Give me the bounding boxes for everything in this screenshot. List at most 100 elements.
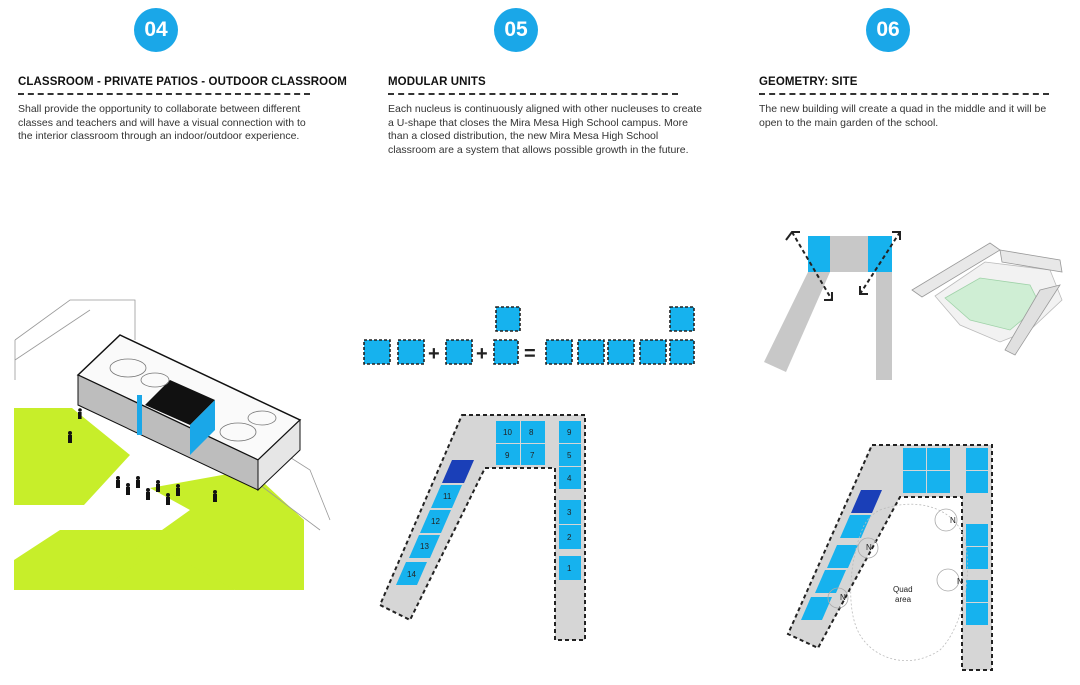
module-unit (607, 339, 635, 365)
unit-number: 8 (529, 428, 534, 437)
classroom-unit (927, 471, 950, 493)
equals-sign: = (524, 343, 536, 365)
building-footprint (786, 444, 993, 671)
section-description: Each nucleus is continuously aligned wit… (388, 103, 703, 156)
module-unit (669, 339, 695, 365)
module-unit (545, 339, 573, 365)
unit-number: 2 (567, 533, 572, 542)
classroom-unit (559, 421, 581, 443)
building-footprint (378, 414, 586, 641)
growth-arrow-head (892, 231, 901, 240)
classroom-unit (966, 603, 988, 625)
section-number-badge: 04 (134, 8, 178, 52)
section-title: CLASSROOM - PRIVATE PATIOS - OUTDOOR CLA… (18, 76, 347, 88)
open-patio (145, 380, 215, 425)
tree-canopy (934, 508, 958, 532)
unit-number: 10 (503, 428, 512, 437)
wireframe-line (14, 309, 91, 361)
unit-number: 4 (567, 474, 572, 483)
tree-canopy (936, 568, 960, 592)
quad-area-outline (850, 503, 968, 662)
classroom-unit (559, 556, 581, 580)
tree-canopy (827, 587, 849, 609)
unit-number: 1 (567, 564, 572, 573)
classroom-unit-dark (851, 490, 882, 513)
building-mass (999, 249, 1063, 273)
classroom-unit (801, 597, 832, 620)
tree-canopy (857, 537, 879, 559)
quad-label: Quad (893, 585, 913, 594)
section-description: The new building will create a quad in t… (759, 103, 1047, 129)
module-unit (397, 339, 425, 365)
classroom-unit (903, 471, 926, 493)
section-geometry-site: 06 GEOMETRY: SITE The new building will … (720, 0, 1080, 685)
classroom-unit (927, 448, 950, 470)
section-classroom: 04 CLASSROOM - PRIVATE PATIOS - OUTDOOR … (0, 0, 360, 685)
site-geometry-schematic (764, 231, 901, 380)
lawn-patch (14, 530, 180, 590)
unit-number: 11 (443, 492, 452, 501)
growth-arrow (791, 231, 833, 301)
module-unit (639, 339, 667, 365)
module-unit (493, 339, 519, 365)
classroom-unit (559, 500, 581, 524)
unit-number: 13 (420, 542, 429, 551)
module-unit (445, 339, 473, 365)
classroom-unit-dark (442, 460, 474, 483)
quad-label: area (895, 595, 912, 604)
growth-arrow-head (785, 231, 800, 241)
modular-equation: + + = (363, 306, 695, 365)
classroom-furniture (109, 358, 147, 378)
classroom-unit (521, 444, 545, 465)
section-number-badge: 05 (494, 8, 538, 52)
unit-number: 5 (567, 451, 572, 460)
wing-top (830, 236, 868, 272)
lawn-patch (100, 548, 235, 590)
unit-number: 3 (567, 508, 572, 517)
classroom-block (808, 236, 830, 272)
unit-number: 7 (530, 451, 535, 460)
module-unit (669, 306, 695, 332)
classroom-unit (559, 467, 581, 489)
building-wall-side (257, 418, 301, 492)
classroom-unit (559, 525, 581, 549)
building-mass (1004, 284, 1061, 356)
growth-arrow-head (859, 286, 868, 295)
module-unit (363, 339, 391, 365)
people-group (68, 408, 217, 505)
classroom-unit (840, 515, 871, 538)
classroom-furniture (247, 410, 277, 426)
section-number-badge: 06 (866, 8, 910, 52)
north-label: N (950, 516, 956, 525)
classroom-unit (521, 421, 545, 443)
north-label: N (957, 577, 963, 586)
north-label: N (866, 543, 872, 552)
section-description: Shall provide the opportunity to collabo… (18, 103, 306, 142)
classroom-unit (966, 547, 988, 569)
classroom-unit (815, 570, 846, 593)
site-3d-model (911, 242, 1063, 356)
u-shape-plan: 10 8 9 7 9 5 4 3 2 1 11 12 13 14 (378, 414, 586, 641)
classroom-furniture (219, 422, 257, 442)
unit-number: 14 (407, 570, 416, 579)
dashed-divider (388, 93, 678, 95)
lawn-patch (14, 408, 130, 505)
dashed-divider (759, 93, 1049, 95)
classroom-unit (496, 421, 520, 443)
classroom-block (868, 236, 892, 272)
wing-right (876, 272, 892, 380)
classroom-unit (903, 448, 926, 470)
north-label: N (840, 593, 846, 602)
classroom-unit (431, 485, 462, 508)
wireframe-line (14, 299, 136, 341)
dashed-divider (18, 93, 310, 95)
unit-number: 9 (505, 451, 510, 460)
classroom-unit (966, 471, 988, 493)
site-plan-quad: N N N N Quad area (786, 444, 993, 671)
classroom-unit (420, 510, 451, 533)
classroom-unit (396, 562, 427, 585)
module-unit (495, 306, 521, 332)
classroom-unit (966, 524, 988, 546)
unit-number: 9 (567, 428, 572, 437)
